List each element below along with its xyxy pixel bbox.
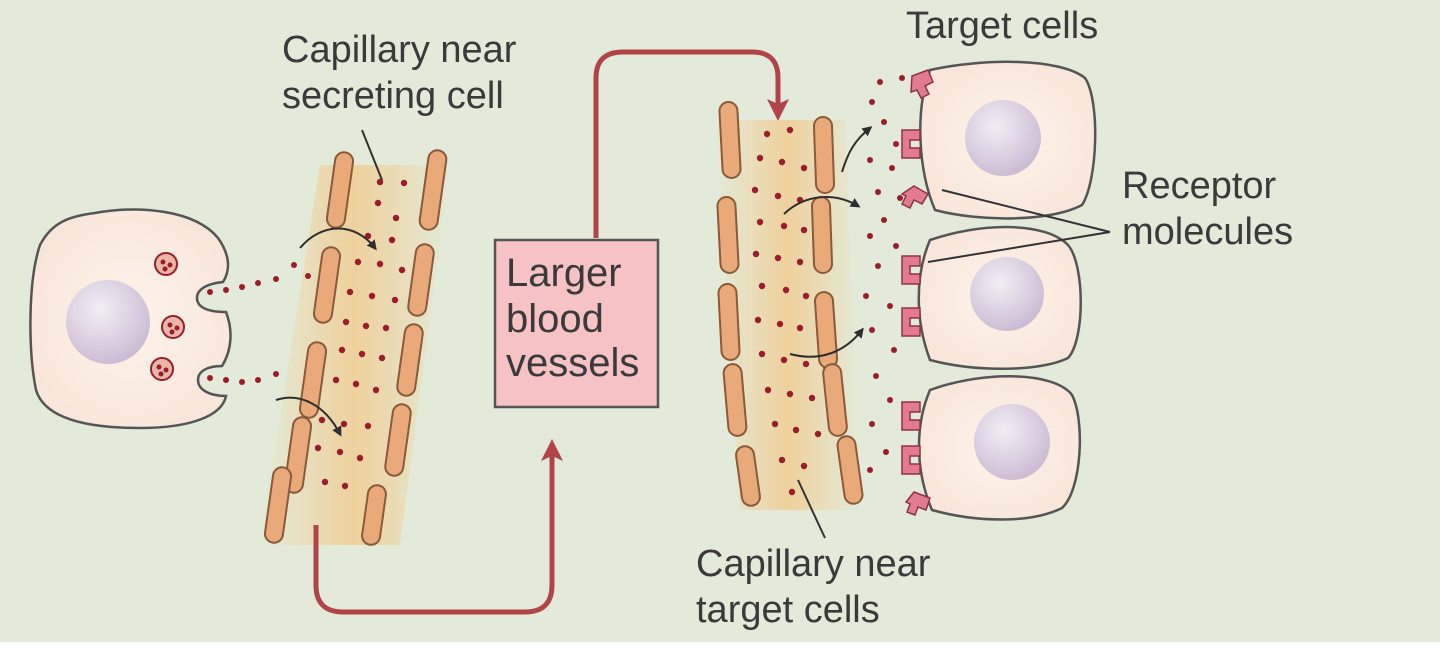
box-label-line3: vessels <box>506 341 639 385</box>
capillary-near-target-cells <box>715 75 905 510</box>
leader-capillary-target <box>797 479 826 539</box>
capillary-wall-left-b <box>361 149 448 546</box>
hormone-molecules-interstitial <box>863 75 905 473</box>
receptor-icon <box>900 185 930 210</box>
capillary-target-label-line1: Capillary near <box>696 543 931 585</box>
capillary-wall-right-b <box>810 116 864 505</box>
capillary-wall-left-a <box>263 151 355 544</box>
diffusion-arrow-5 <box>789 327 864 358</box>
hormone-molecules-left <box>314 178 408 490</box>
capillary-secreting-label-line2: secreting cell <box>282 75 504 117</box>
capillary-wall-right-a <box>716 101 761 507</box>
receptor-label-line2: molecules <box>1122 211 1293 253</box>
secreting-cell <box>29 208 232 430</box>
receptor-icon <box>904 491 931 516</box>
receptor-icon <box>901 401 921 431</box>
target-cell-nucleus-3 <box>974 404 1050 480</box>
diffusion-arrow-1 <box>299 227 377 251</box>
target-cell-nucleus-2 <box>970 257 1044 331</box>
receptor-icon <box>901 307 921 337</box>
receptor-icon <box>901 129 921 159</box>
secretory-vesicles <box>150 252 185 381</box>
box-label-line1: Larger <box>506 251 622 295</box>
diffusion-arrow-3 <box>841 126 873 173</box>
capillary-near-secreting-cell <box>207 149 450 546</box>
receptor-molecules <box>900 69 934 516</box>
box-label-line2: blood <box>506 297 604 341</box>
leader-capillary-secreting <box>361 129 383 181</box>
capillary-target-label-line2: target cells <box>696 589 880 631</box>
larger-blood-vessels-box <box>493 238 660 409</box>
blood-flow-arrow-top <box>593 49 789 238</box>
receptor-icon <box>901 445 921 475</box>
receptor-label-line1: Receptor <box>1122 165 1277 207</box>
target-cells <box>900 60 1097 521</box>
target-cell-nucleus-1 <box>965 100 1041 176</box>
target-cells-label: Target cells <box>906 5 1098 47</box>
diffusion-arrow-2 <box>275 396 342 437</box>
receptor-icon <box>910 69 934 100</box>
leader-receptor-1 <box>941 189 1111 233</box>
leader-receptor-2 <box>927 231 1111 263</box>
receptor-icon <box>901 255 921 285</box>
capillary-secreting-label-line1: Capillary near <box>282 29 517 71</box>
diffusion-arrow-4 <box>783 196 861 215</box>
secreting-cell-nucleus <box>66 280 150 364</box>
hormone-molecules-right <box>751 126 822 496</box>
secreted-hormone-trail <box>207 262 311 385</box>
blood-flow-arrow-bottom <box>313 439 563 615</box>
